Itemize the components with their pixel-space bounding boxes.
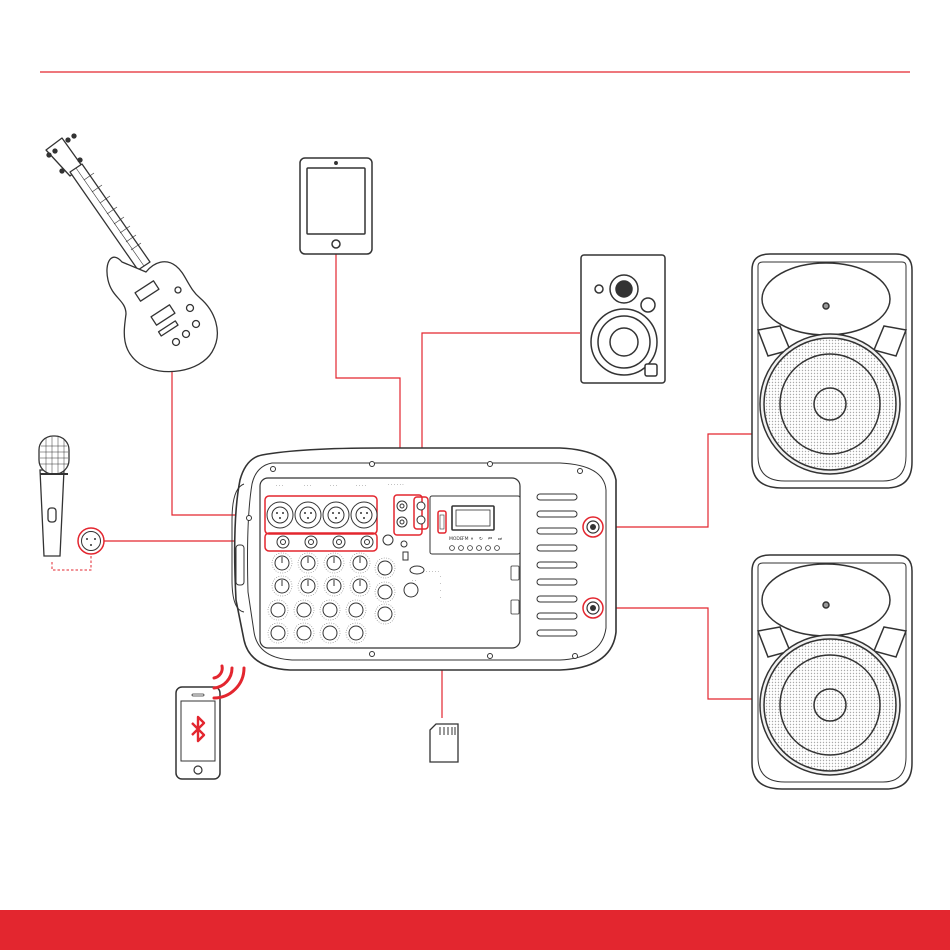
svg-text:· · ·: · · · <box>276 484 283 489</box>
vent-slots <box>537 494 577 636</box>
svg-text:·: · <box>440 589 441 594</box>
pa-speaker-icon <box>752 254 912 488</box>
smartphone-bluetooth-icon <box>176 687 220 779</box>
player-button-pause: ⏸ <box>471 537 473 542</box>
pa-speaker-top <box>752 254 912 488</box>
player-button-repeat: ↻ <box>479 537 483 542</box>
player-button-fm: FM <box>462 536 469 542</box>
svg-text:· · · · · ·: · · · · · · <box>388 483 404 488</box>
player-button-prev: ⏮ <box>488 537 492 542</box>
svg-text:· · · · ·: · · · · · <box>426 570 439 575</box>
pa-speaker-icon <box>752 555 912 789</box>
svg-text:· · ·: · · · <box>304 484 311 489</box>
pa-speaker-bottom <box>752 555 912 789</box>
svg-text:·: · <box>440 575 441 580</box>
speaker-bottom-cable <box>603 608 752 699</box>
studio-monitor-icon <box>581 255 665 383</box>
micro-sd-card-icon <box>430 724 458 762</box>
speaker-output-bottom <box>583 598 603 618</box>
svg-text:·: · <box>440 596 441 601</box>
svg-text:·: · <box>440 582 441 587</box>
portable-pa-mixer-icon: · · ·· · · · · ·· · · · · · · · · · <box>232 448 616 670</box>
electric-guitar-icon <box>46 134 217 372</box>
footer-band <box>0 910 950 950</box>
tablet-icon <box>300 158 372 254</box>
player-button-next: ⏭ <box>498 537 502 542</box>
speaker-top-cable <box>603 434 752 527</box>
player-button-mode: MODE <box>449 536 463 542</box>
svg-text:· ·: · · <box>412 579 416 584</box>
xlr-connector-icon <box>78 528 104 554</box>
svg-text:· · · ·: · · · · <box>356 484 366 489</box>
microphone-icon <box>39 436 69 556</box>
svg-text:· · ·: · · · <box>330 484 337 489</box>
speaker-output-top <box>583 517 603 537</box>
mic-dashed-link <box>52 556 91 570</box>
